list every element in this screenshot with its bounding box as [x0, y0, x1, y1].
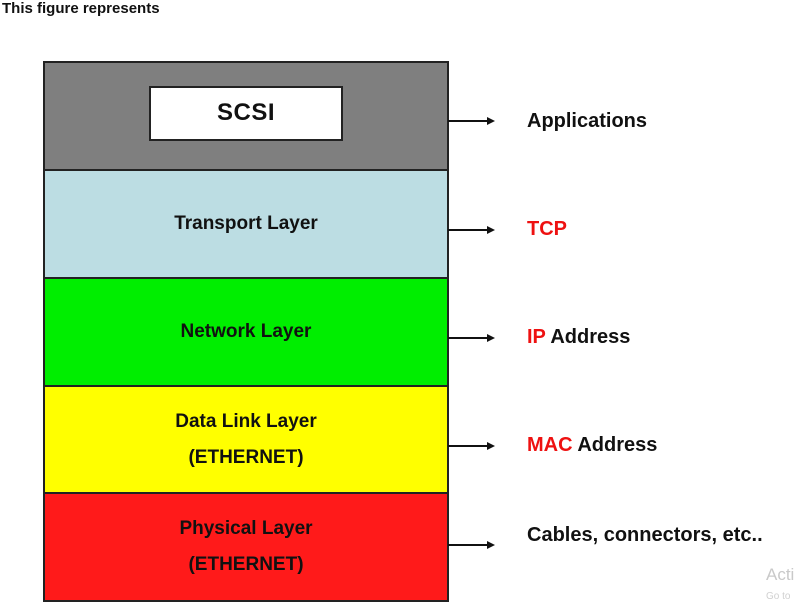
layer-transport-label: Transport Layer — [174, 213, 318, 234]
arrow-right-icon — [448, 116, 496, 126]
mapping-ip-text: Address — [545, 326, 631, 348]
layer-stack: SCSI Transport Layer Network Layer Data … — [43, 61, 449, 602]
arrow-right-icon — [448, 225, 496, 235]
mapping-tcp-highlight: TCP — [527, 218, 567, 240]
mapping-cables-text: Cables, connectors, etc.. — [527, 524, 763, 546]
layer-scsi: SCSI — [45, 63, 447, 171]
layer-physical-sublabel: (ETHERNET) — [188, 554, 304, 575]
activation-watermark: Acti — [766, 565, 795, 584]
layer-network: Network Layer — [45, 279, 447, 387]
layer-physical: Physical Layer (ETHERNET) — [45, 494, 447, 600]
mapping-applications-text: Applications — [527, 110, 648, 132]
layer-datalink-label: Data Link Layer — [175, 410, 317, 432]
arrow-right-icon — [448, 333, 496, 343]
mapping-mac-highlight: MAC — [527, 434, 573, 456]
activation-watermark-sub: Go to — [766, 591, 791, 602]
mapping-ip-highlight: IP — [527, 326, 546, 348]
arrow-right-icon — [448, 540, 496, 550]
layer-datalink-sublabel: (ETHERNET) — [188, 446, 304, 468]
layer-physical-label: Physical Layer — [179, 518, 313, 539]
scsi-box: SCSI — [149, 85, 343, 141]
mapping-mac-text: Address — [572, 434, 658, 456]
mapping-cables: Cables, connectors, etc.. — [527, 523, 763, 547]
mapping-ip-address: IP Address — [527, 325, 630, 349]
figure-heading: This figure represents — [2, 0, 160, 17]
layer-transport: Transport Layer — [45, 171, 447, 279]
mapping-tcp: TCP — [527, 217, 567, 241]
mapping-mac-address: MAC Address — [527, 433, 657, 457]
mapping-applications: Applications — [527, 109, 647, 133]
layer-network-label: Network Layer — [180, 321, 312, 342]
arrow-right-icon — [448, 441, 496, 451]
layer-datalink: Data Link Layer (ETHERNET) — [45, 387, 447, 494]
